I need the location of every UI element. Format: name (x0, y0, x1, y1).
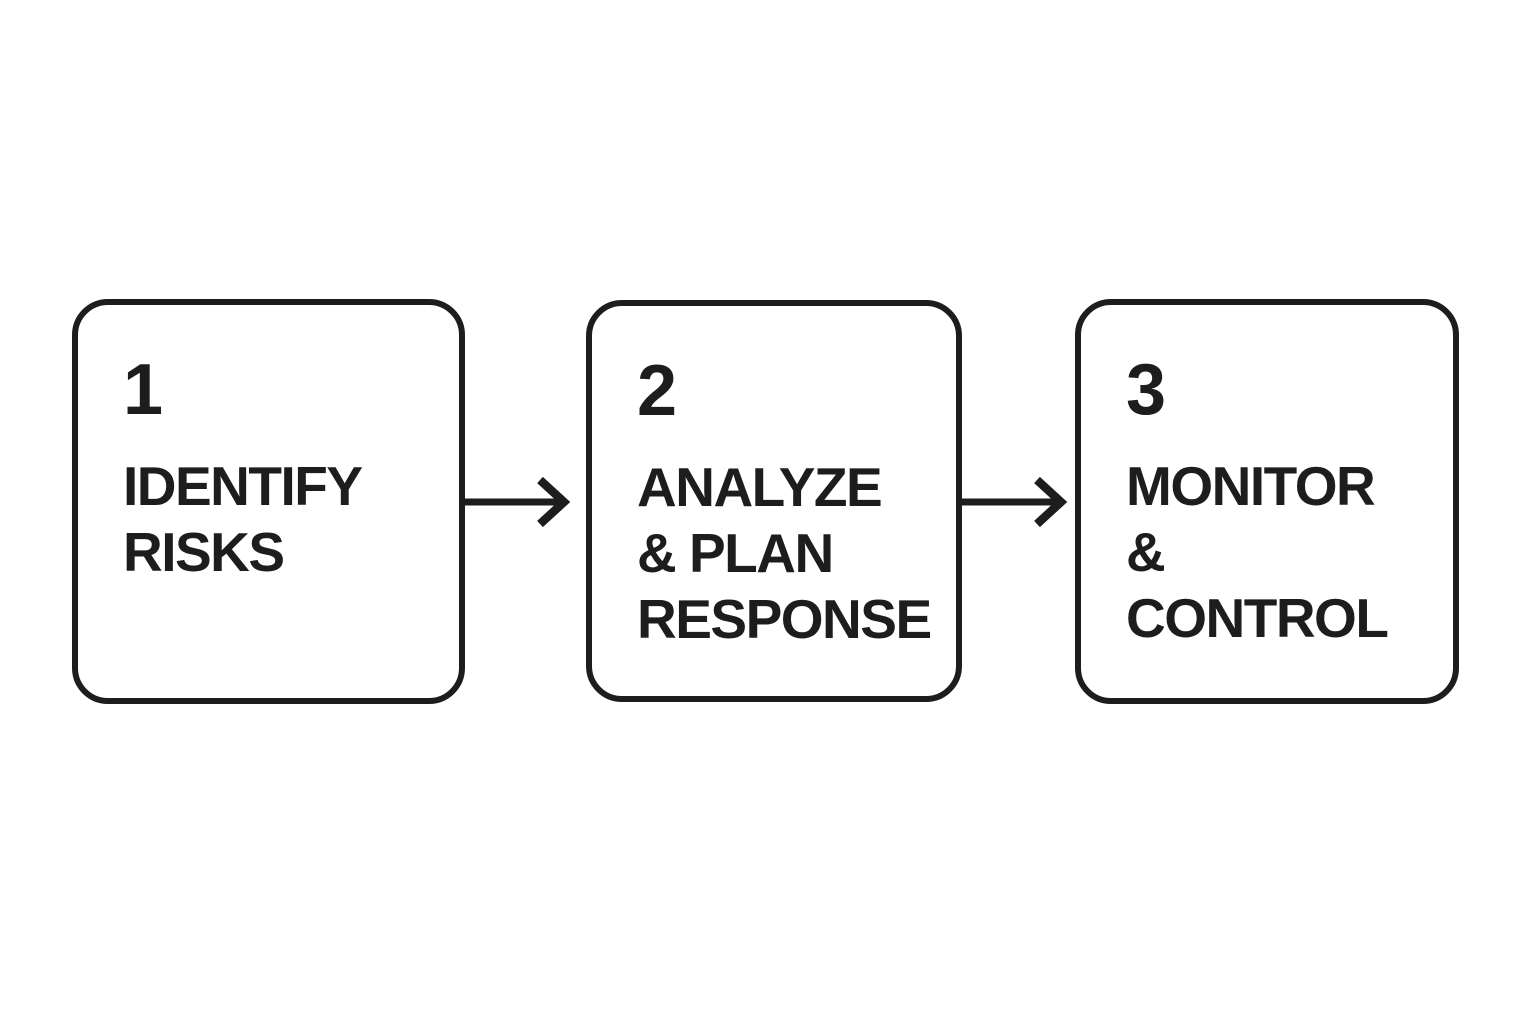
arrow-right-icon (464, 476, 570, 528)
step-number: 3 (1126, 350, 1166, 430)
step-label: IDENTIFY RISKS (123, 455, 363, 583)
arrow-right-icon (961, 476, 1067, 528)
step-label: MONITOR & CONTROL (1126, 455, 1389, 649)
step-box-monitor-control: 3 MONITOR & CONTROL (1075, 299, 1459, 704)
step-box-identify-risks: 1 IDENTIFY RISKS (72, 299, 465, 704)
step-box-analyze-plan-response: 2 ANALYZE & PLAN RESPONSE (586, 300, 962, 702)
step-number: 2 (637, 351, 677, 431)
step-label: ANALYZE & PLAN RESPONSE (637, 456, 932, 650)
step-number: 1 (123, 350, 163, 430)
